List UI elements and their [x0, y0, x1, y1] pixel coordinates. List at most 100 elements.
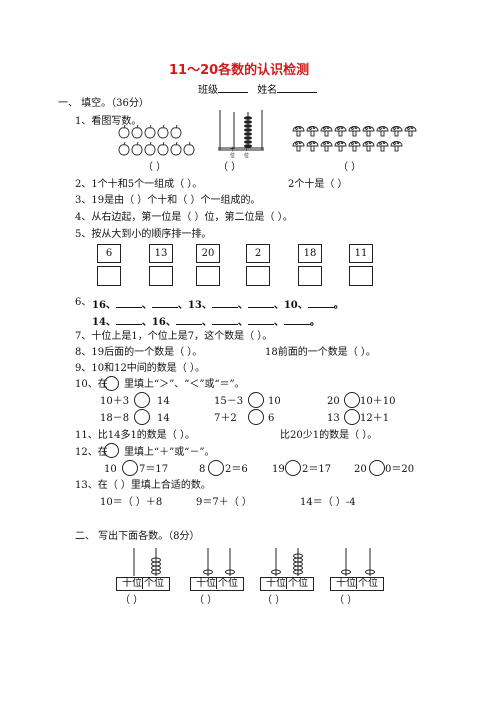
- q5-number-box: 18: [298, 244, 322, 263]
- q12-answer-circle[interactable]: [285, 460, 301, 476]
- question-12-a: 12、在: [75, 447, 108, 458]
- abacus-2: [203, 548, 235, 576]
- q10-answer-circle[interactable]: [344, 392, 360, 408]
- q10-left: 7＋2: [214, 413, 237, 424]
- question-2a: 2、1个十和5个一组成（ ）。: [75, 179, 203, 190]
- q5-answer-box[interactable]: [196, 266, 220, 286]
- q5-number-box: 13: [149, 244, 173, 263]
- q10-answer-circle[interactable]: [134, 409, 150, 425]
- abacus-3-place-row: 十位个位: [260, 577, 314, 591]
- q10-left: 13: [327, 413, 340, 424]
- q12-left: 20: [354, 464, 367, 475]
- question-10-a: 10、在: [75, 379, 108, 390]
- abacus-ones-label: 个: [244, 147, 250, 153]
- q10-left: 10＋3: [100, 396, 130, 407]
- abacus-picture: [218, 110, 264, 151]
- q6-sequence-2: 14、、16、、、、。: [92, 317, 320, 328]
- mushrooms-picture: [292, 126, 417, 152]
- abacus-tens-sub: 位: [230, 153, 236, 159]
- abacus-4-answer[interactable]: （ ）: [334, 595, 358, 606]
- q10-right: 10: [268, 396, 281, 407]
- q12-left: 19: [272, 464, 285, 475]
- q12-answer-circle[interactable]: [369, 460, 385, 476]
- name-label: 姓名: [257, 85, 278, 96]
- abacus-1-answer[interactable]: （ ）: [120, 595, 144, 606]
- page-title: 11～20各数的认识检测: [169, 63, 310, 78]
- question-8a: 8、19后面的一个数是（ ）。: [75, 347, 203, 358]
- name-blank[interactable]: [277, 83, 318, 93]
- q12-right: 7＝17: [139, 464, 169, 475]
- q5-answer-box[interactable]: [97, 266, 121, 286]
- q13-item[interactable]: 10＝（ ）＋8: [100, 497, 163, 508]
- question-8b: 18前面的一个数是（ ）。: [265, 347, 376, 358]
- q5-answer-box[interactable]: [349, 266, 373, 286]
- q12-answer-circle[interactable]: [208, 460, 224, 476]
- student-info: 班级 姓名: [198, 83, 318, 96]
- q1-answer-mushrooms[interactable]: （ ）: [338, 162, 362, 173]
- question-4: 4、从右边起，第一位是（ ）位，第二位是（ ）。: [75, 212, 293, 223]
- class-label: 班级: [198, 85, 218, 96]
- abacus-tens-label: 十: [230, 147, 236, 153]
- q1-answer-apples[interactable]: （ ）: [143, 162, 167, 173]
- tens-place-label: 十位: [196, 578, 216, 589]
- question-5: 5、按从大到小的顺序排一排。: [75, 229, 212, 240]
- q10-answer-circle[interactable]: [248, 409, 264, 425]
- ones-place-label: 个位: [286, 578, 308, 589]
- q10-left: 18－8: [100, 413, 130, 424]
- q10-left: 15－3: [214, 396, 244, 407]
- section-2-heading: 二、 写出下面各数。（8分）: [75, 531, 200, 542]
- tens-place-label: 十位: [336, 578, 356, 589]
- abacus-4-place-row: 十位个位: [330, 577, 384, 591]
- q13-item[interactable]: 14＝（ ）-4: [300, 497, 356, 508]
- q12-right: 2＝6: [225, 464, 248, 475]
- q12-left: 10: [104, 464, 117, 475]
- q1-answer-abacus[interactable]: （ ）: [218, 162, 242, 173]
- q10-answer-circle[interactable]: [134, 392, 150, 408]
- q12-answer-circle[interactable]: [122, 460, 138, 476]
- question-12-b: 里填上“＋”或“－”。: [124, 447, 215, 458]
- abacus-3: [271, 548, 303, 576]
- q10-right: 14: [157, 413, 170, 424]
- abacus-ones-sub: 位: [244, 153, 250, 159]
- tens-place-label: 十位: [122, 578, 142, 589]
- q10-right: 12＋1: [360, 413, 390, 424]
- abacus-3-answer[interactable]: （ ）: [262, 595, 286, 606]
- q12-left: 8: [199, 464, 206, 475]
- q5-number-box: 2: [246, 244, 270, 263]
- q5-number-box: 6: [97, 244, 121, 263]
- section-1-heading: 一、 填空。（36分）: [58, 98, 149, 109]
- q12-sample-circle: [104, 443, 119, 458]
- q6-sequence-1: 16、、、13、、、10、。: [92, 300, 344, 311]
- ones-place-label: 个位: [216, 578, 238, 589]
- q10-left: 20: [327, 396, 340, 407]
- ones-place-label: 个位: [142, 578, 164, 589]
- tens-place-label: 十位: [266, 578, 286, 589]
- q5-number-box: 20: [196, 244, 220, 263]
- q12-right: 0＝20: [385, 464, 415, 475]
- question-11b: 比20少1的数是（ ）。: [280, 430, 378, 441]
- q5-answer-box[interactable]: [298, 266, 322, 286]
- q5-number-box: 11: [349, 244, 373, 263]
- q5-answer-box[interactable]: [246, 266, 270, 286]
- q13-item[interactable]: 9＝7＋（ ）: [196, 497, 252, 508]
- question-3: 3、19是由（ ）个十和（ ）个一组成的。: [75, 195, 261, 206]
- q5-answer-box[interactable]: [149, 266, 173, 286]
- question-10-b: 里填上“＞”、“＜”或“＝”。: [124, 379, 245, 390]
- question-7: 7、十位上是1，个位上是7，这个数是（ ）。: [75, 331, 273, 342]
- abacus-1-place-row: 十位个位: [116, 577, 170, 591]
- q10-right: 10＋10: [360, 396, 396, 407]
- q12-right: 2＝17: [302, 464, 332, 475]
- abacus-4: [341, 548, 375, 576]
- ones-place-label: 个位: [356, 578, 378, 589]
- question-6-label: 6、: [75, 297, 92, 308]
- question-1: 1、看图写数。: [75, 116, 142, 127]
- q10-answer-circle[interactable]: [248, 392, 264, 408]
- q10-sample-circle: [104, 376, 119, 391]
- q10-answer-circle[interactable]: [344, 409, 360, 425]
- abacus-1: [133, 548, 161, 576]
- apples-picture: [118, 124, 195, 156]
- class-blank[interactable]: [218, 83, 248, 93]
- q10-right: 14: [157, 396, 170, 407]
- abacus-2-answer[interactable]: （ ）: [194, 595, 218, 606]
- q10-right: 6: [268, 413, 275, 424]
